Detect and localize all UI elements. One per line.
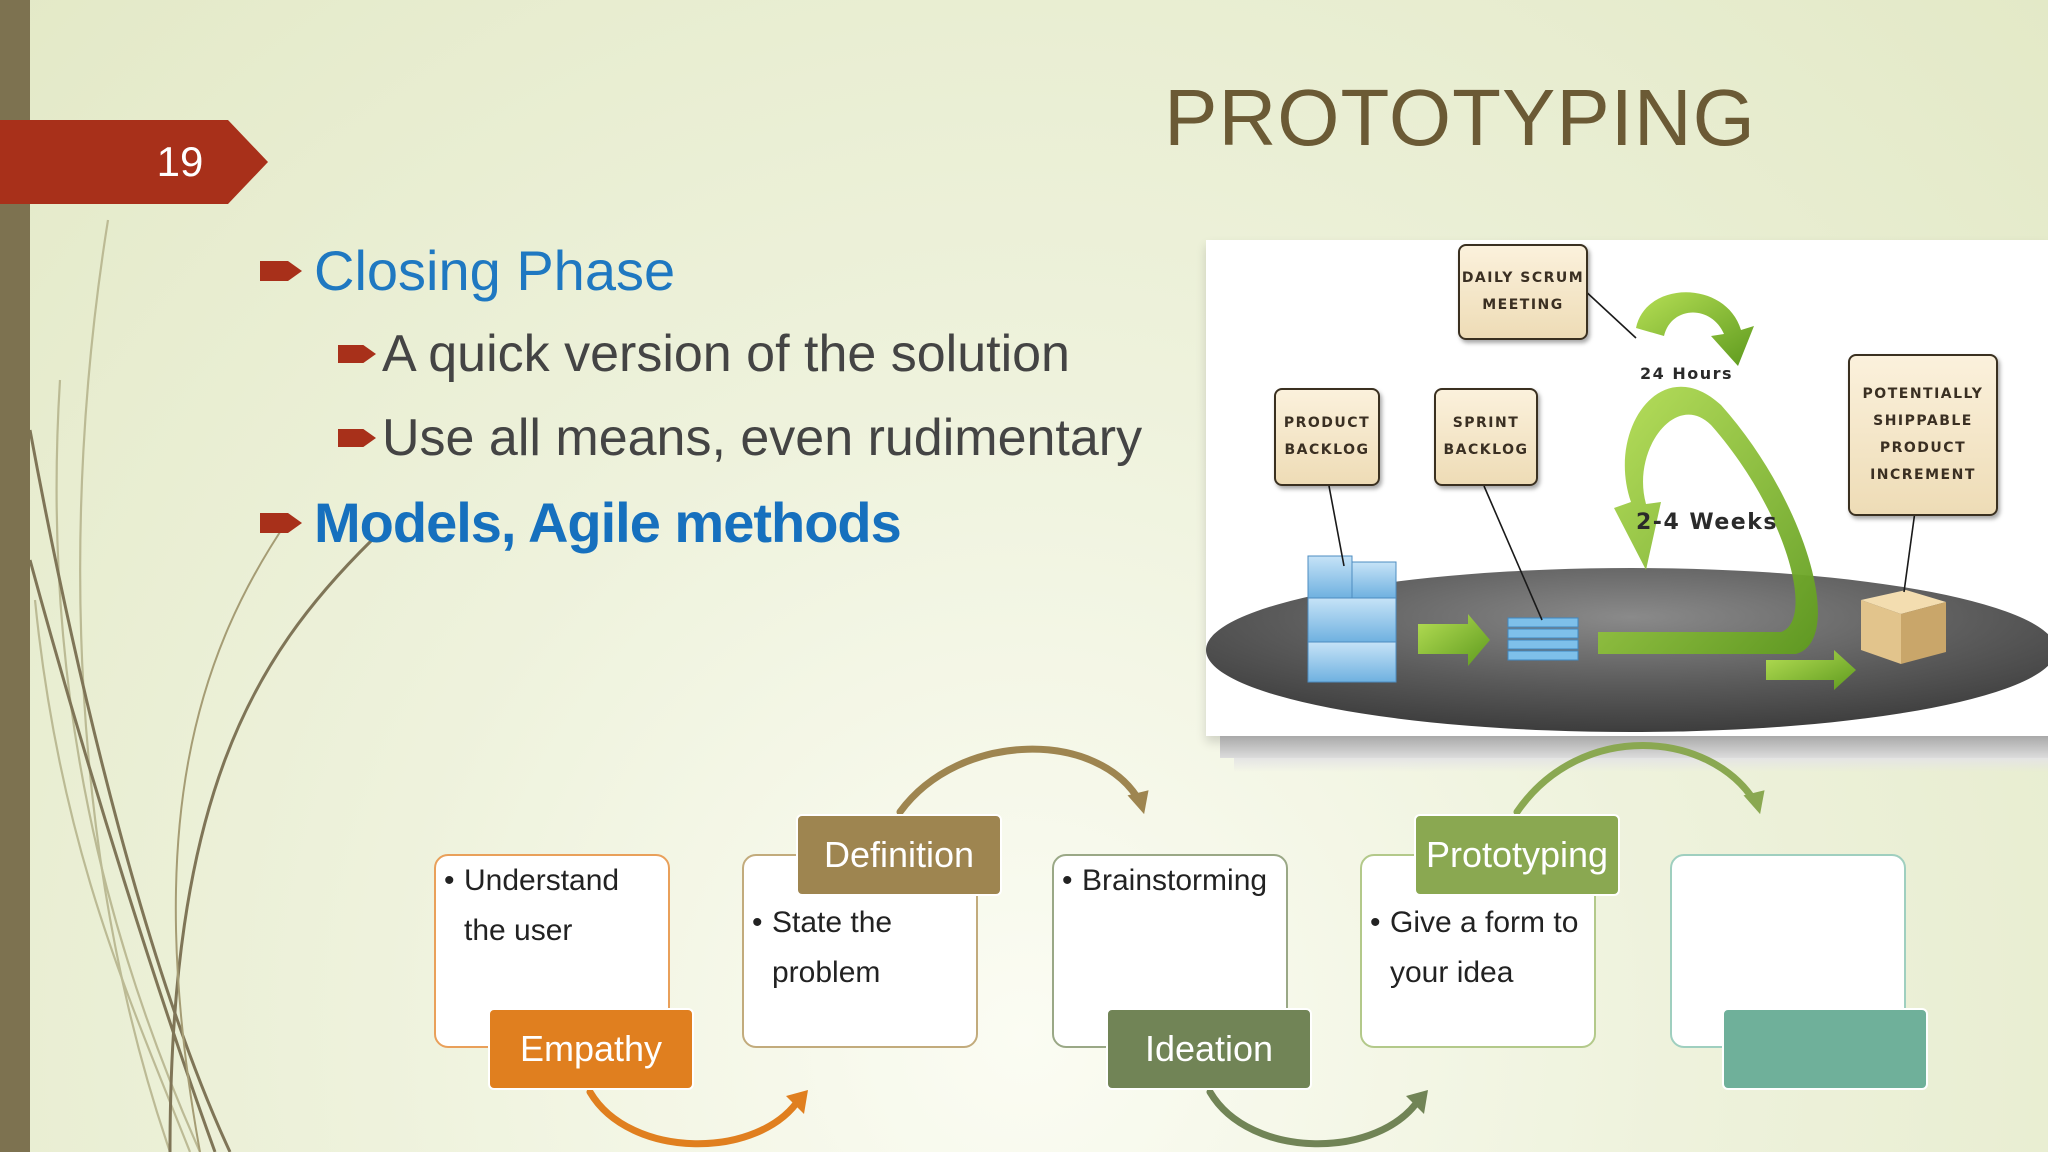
daily-scrum-line2: Meeting — [1482, 297, 1564, 313]
sprint-backlog-plates-icon — [1507, 617, 1579, 661]
slide-title: PROTOTYPING — [1164, 73, 1756, 162]
increment-line3: Product — [1879, 440, 1967, 456]
definition-text: • State the problem — [752, 898, 892, 998]
bullet-dot: • — [1370, 906, 1381, 939]
empathy-line2: the user — [464, 914, 573, 947]
arrow-bullet-icon — [338, 428, 376, 448]
definition-line1: State the — [772, 906, 893, 939]
bullet-dot: • — [752, 906, 763, 939]
weeks-label: 2-4 Weeks — [1636, 510, 1778, 535]
bullet-text: Use all means, even rudimentary — [382, 409, 1143, 467]
prototyping-text: • Give a form to your idea — [1370, 898, 1578, 998]
empathy-line1: Understand — [464, 864, 620, 897]
product-backlog-line1: Product — [1283, 415, 1371, 431]
empathy-label: Empathy — [488, 1008, 694, 1090]
ideation-line1: Brainstorming — [1082, 864, 1268, 897]
product-increment-box-icon — [1861, 590, 1946, 664]
bullet-all-means: Use all means, even rudimentary — [338, 408, 1142, 468]
bullet-text: Models, Agile methods — [314, 491, 902, 554]
bullet-closing-phase: Closing Phase — [260, 238, 675, 303]
prototyping-label: Prototyping — [1414, 814, 1620, 896]
arrow-bullet-icon — [338, 344, 376, 364]
definition-label: Definition — [796, 814, 1002, 896]
bullet-text: Closing Phase — [314, 239, 676, 302]
test-label — [1722, 1008, 1928, 1090]
arrow-bullet-icon — [260, 260, 302, 281]
empathy-text: • Understand the user — [444, 856, 619, 956]
daily-scrum-meeting-box: Daily ScrumMeeting — [1458, 244, 1588, 340]
ideation-label: Ideation — [1106, 1008, 1312, 1090]
slide-number-tab — [0, 120, 268, 204]
slide-number: 19 — [156, 138, 204, 185]
product-backlog-stack-icon — [1307, 555, 1397, 683]
decorative-curves — [28, 219, 374, 1152]
prototyping-line2: your idea — [1390, 956, 1514, 989]
scrum-diagram: Daily ScrumMeeting ProductBacklog Sprint… — [1206, 240, 2048, 736]
ideation-text: • Brainstorming — [1062, 856, 1267, 906]
sprint-backlog-box: SprintBacklog — [1434, 388, 1538, 486]
sprint-backlog-line1: Sprint — [1452, 415, 1520, 431]
prototyping-line1: Give a form to — [1390, 906, 1579, 939]
increment-line1: Potentially — [1862, 386, 1984, 402]
bullet-dot: • — [1062, 864, 1073, 897]
bullet-quick-version: A quick version of the solution — [338, 324, 1070, 384]
potentially-shippable-box: PotentiallyShippableProductIncrement — [1848, 354, 1998, 516]
product-backlog-line2: Backlog — [1284, 442, 1370, 458]
increment-line4: Increment — [1870, 467, 1976, 483]
bullet-dot: • — [444, 864, 455, 897]
product-backlog-box: ProductBacklog — [1274, 388, 1380, 486]
increment-line2: Shippable — [1873, 413, 1973, 429]
definition-line2: problem — [772, 956, 881, 989]
bullet-text: A quick version of the solution — [382, 325, 1070, 383]
sprint-backlog-line2: Backlog — [1443, 442, 1529, 458]
bullet-models: Models, Agile methods — [260, 490, 902, 555]
hours-label: 24 Hours — [1640, 364, 1734, 383]
scrum-illustration — [1206, 287, 2048, 732]
arrow-bullet-icon — [260, 512, 302, 533]
image-shadow-fade — [1234, 758, 2048, 772]
daily-scrum-line1: Daily Scrum — [1461, 270, 1585, 286]
